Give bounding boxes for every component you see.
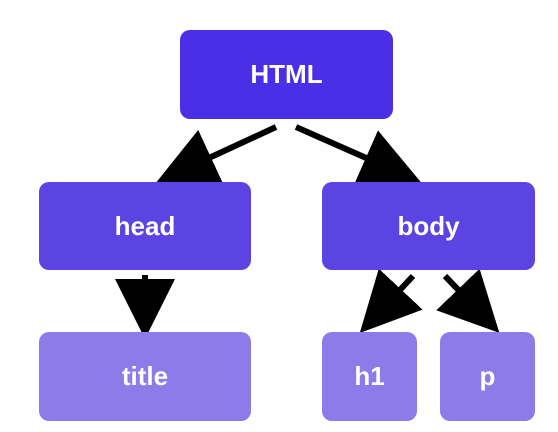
node-body-label: body (397, 210, 460, 241)
node-h1: h1 (322, 332, 417, 421)
node-p: p (440, 332, 535, 421)
node-title: title (39, 332, 251, 421)
node-head-label: head (114, 210, 176, 241)
node-h1-label: h1 (354, 361, 385, 391)
arrow-html-to-head (156, 124, 278, 185)
arrow-html-to-body (294, 124, 421, 186)
arrow-body-to-h1 (359, 268, 423, 333)
node-p-label: p (479, 361, 496, 391)
node-html-label: HTML (250, 59, 323, 89)
node-body: body (322, 182, 535, 270)
node-head: head (39, 182, 251, 270)
node-html: HTML (180, 30, 393, 119)
node-title-label: title (121, 361, 169, 391)
arrow-body-to-p (436, 268, 500, 333)
